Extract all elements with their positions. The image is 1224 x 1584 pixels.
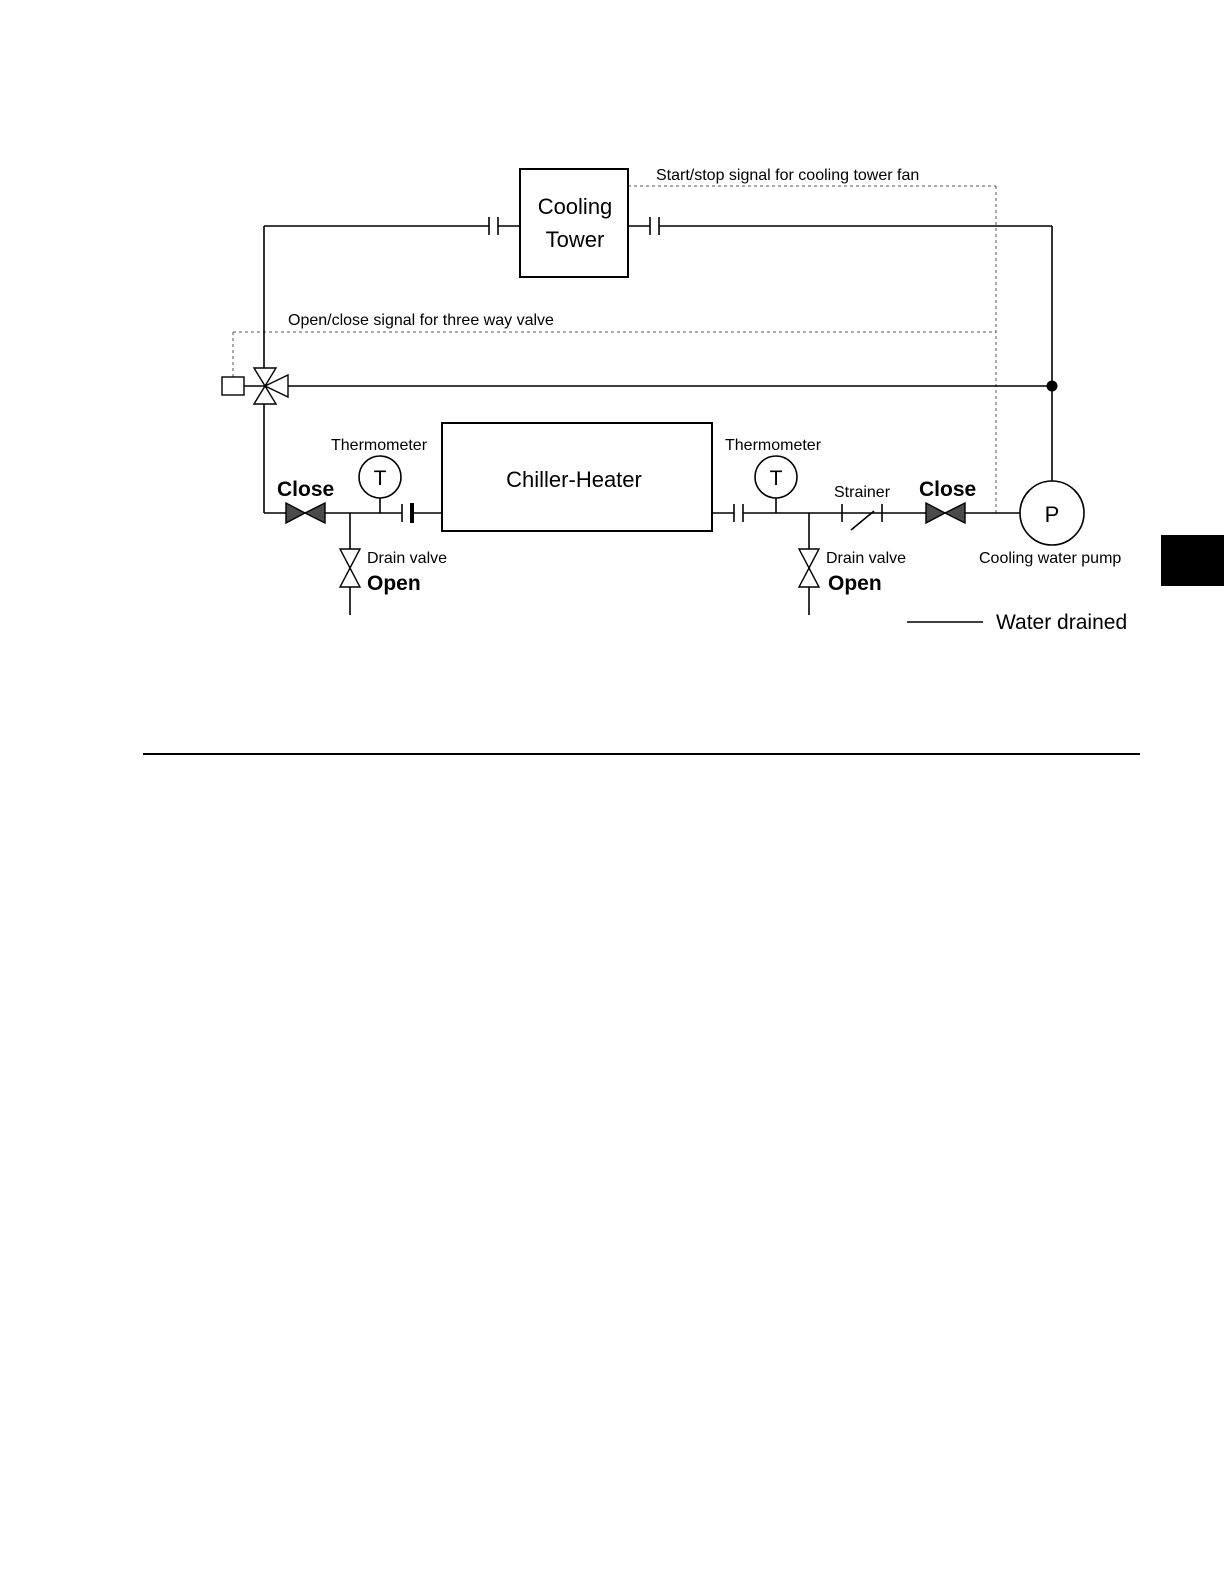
close-label-left: Close <box>277 478 334 501</box>
valve-signal-label: Open/close signal for three way valve <box>288 312 554 329</box>
pump-symbol: P <box>1045 502 1060 527</box>
fan-signal-label: Start/stop signal for cooling tower fan <box>656 167 919 184</box>
drain-valve-right-label: Drain valve <box>826 550 906 567</box>
thermometer-right-symbol: T <box>770 467 783 490</box>
three-way-valve <box>222 368 1058 404</box>
cooling-tower-label-line2: Tower <box>546 227 605 252</box>
open-label-left: Open <box>367 572 421 595</box>
legend-water-drained: Water drained <box>996 611 1127 634</box>
page-divider <box>143 753 1140 755</box>
thermometer-left-label: Thermometer <box>331 437 428 454</box>
cooling-tower-label-line1: Cooling <box>538 194 613 219</box>
cooling-water-pump: P <box>1020 481 1084 545</box>
pump-label: Cooling water pump <box>979 550 1121 567</box>
strainer-label: Strainer <box>834 484 891 501</box>
drain-valve-right <box>799 513 819 615</box>
cooling-tower-box <box>520 169 628 277</box>
chiller-heater-label: Chiller-Heater <box>506 467 642 492</box>
thermometer-left: T <box>359 456 401 513</box>
legend: Water drained <box>907 611 1127 634</box>
drain-valve-left-label: Drain valve <box>367 550 447 567</box>
open-label-right: Open <box>828 572 882 595</box>
strainer-icon <box>842 504 882 530</box>
thermometer-right-label: Thermometer <box>725 437 822 454</box>
thermometer-right: T <box>755 456 797 513</box>
junction-dot <box>1047 381 1058 392</box>
section-tab-marker <box>1161 535 1224 586</box>
valve-actuator-icon <box>222 377 244 395</box>
drain-valve-left <box>340 513 360 615</box>
close-label-right: Close <box>919 478 976 501</box>
close-valve-left <box>286 503 325 523</box>
thermometer-left-symbol: T <box>374 467 387 490</box>
close-valve-right <box>926 503 965 523</box>
